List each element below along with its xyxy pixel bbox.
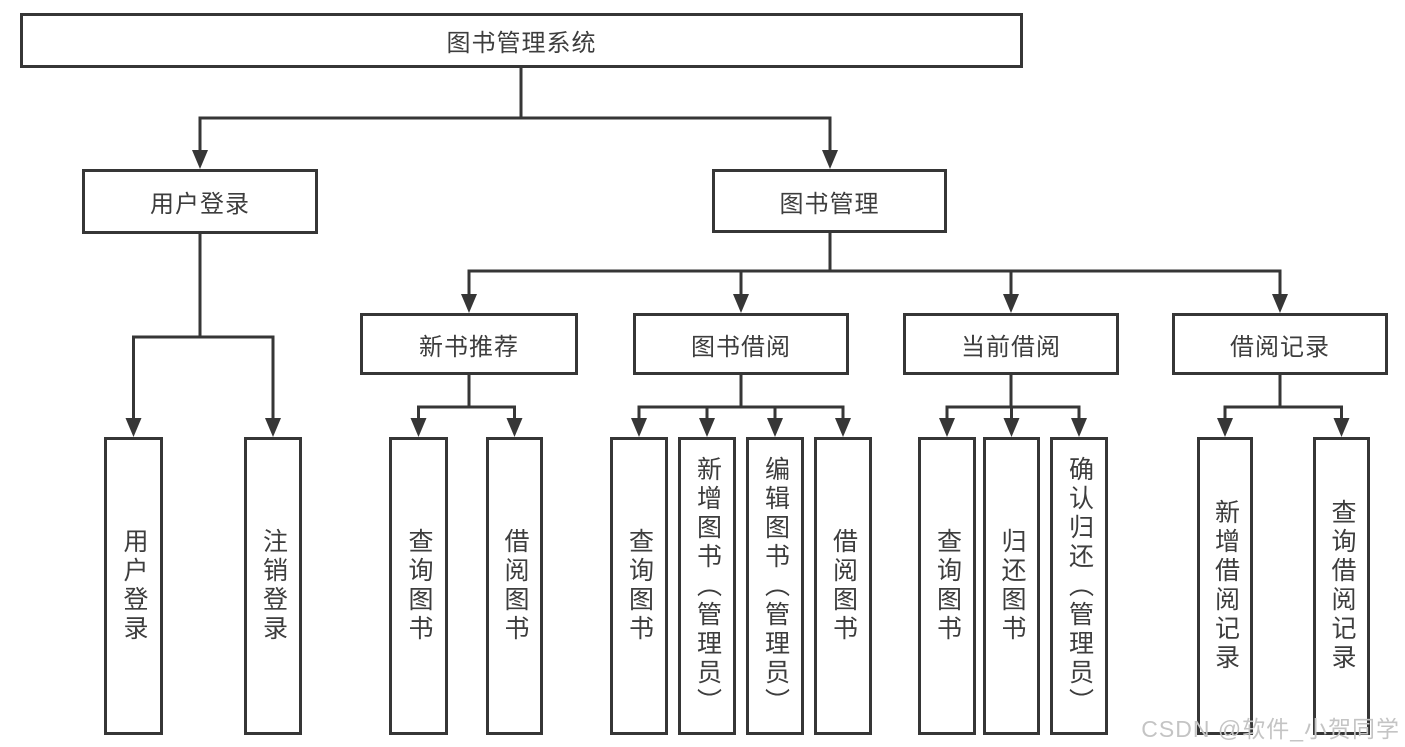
leaf-label: 查询图书	[625, 528, 654, 644]
leaf-logout: 注销登录	[244, 437, 302, 735]
leaf-label: 注销登录	[259, 528, 288, 644]
leaf-edit-books-admin: 编辑图书（管理员）	[746, 437, 804, 735]
leaf-confirm-return-admin: 确认归还（管理员）	[1050, 437, 1108, 735]
leaf-label: 编辑图书（管理员）	[761, 455, 790, 717]
arrowhead-group	[125, 150, 1350, 437]
leaf-borrow-books-recommend: 借阅图书	[486, 437, 543, 735]
node-user-login: 用户登录	[82, 169, 318, 234]
leaf-user-login: 用户登录	[104, 437, 163, 735]
leaf-return-books: 归还图书	[983, 437, 1040, 735]
leaf-borrow-books-borrowing: 借阅图书	[814, 437, 872, 735]
leaf-label: 借阅图书	[501, 528, 529, 644]
node-book-borrowing: 图书借阅	[633, 313, 849, 375]
leaf-label: 确认归还（管理员）	[1065, 455, 1094, 717]
node-new-book-recommend: 新书推荐	[360, 313, 578, 375]
leaf-query-books-current: 查询图书	[918, 437, 976, 735]
node-current-borrowing: 当前借阅	[903, 313, 1119, 375]
leaf-query-books-borrowing: 查询图书	[610, 437, 668, 735]
leaf-label: 归还图书	[998, 528, 1026, 644]
leaf-label: 查询图书	[933, 528, 962, 644]
leaf-label: 借阅图书	[829, 528, 858, 644]
node-borrowing-records: 借阅记录	[1172, 313, 1388, 375]
node-book-management: 图书管理	[712, 169, 947, 233]
leaf-label: 新增图书（管理员）	[693, 455, 722, 717]
csdn-watermark: CSDN @软件_小贺同学	[1141, 716, 1400, 742]
leaf-label: 新增借阅记录	[1211, 499, 1240, 673]
leaf-label: 查询图书	[405, 528, 433, 644]
node-root-system: 图书管理系统	[20, 13, 1023, 68]
leaf-label: 查询借阅记录	[1328, 499, 1356, 673]
leaf-add-borrow-record: 新增借阅记录	[1197, 437, 1253, 735]
leaf-add-books-admin: 新增图书（管理员）	[678, 437, 736, 735]
leaf-query-borrow-record: 查询借阅记录	[1313, 437, 1370, 735]
leaf-label: 用户登录	[120, 528, 148, 644]
leaf-query-books-recommend: 查询图书	[389, 437, 448, 735]
